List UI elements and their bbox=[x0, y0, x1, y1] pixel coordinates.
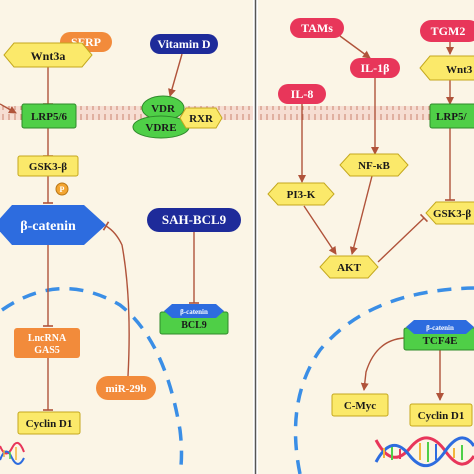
dna-helix-icon-left bbox=[0, 441, 25, 465]
dna-helix-icon-right bbox=[374, 436, 474, 467]
edge-mir-bcat bbox=[102, 221, 130, 377]
cyclin-d1-node-right bbox=[409, 403, 473, 427]
bcl9-beta-catenin-cap bbox=[164, 304, 224, 318]
cyclin-d1-node-left bbox=[17, 411, 81, 435]
lrp56-label: LRP5/6 bbox=[31, 111, 68, 123]
edge-pi3k-akt bbox=[303, 205, 337, 255]
nfkb-label: NF-κB bbox=[358, 160, 390, 172]
lncrna-label: LncRNA bbox=[28, 333, 67, 344]
wnt3a-node bbox=[3, 42, 93, 68]
tcf-beta-catenin-cap bbox=[406, 320, 474, 334]
tcf-cap-label: β-catenin bbox=[426, 324, 454, 332]
cyclin-d1-label-left: Cyclin D1 bbox=[26, 418, 73, 430]
rxr-label: RXR bbox=[189, 113, 214, 125]
il8-node bbox=[278, 84, 326, 104]
vitamin-d-node bbox=[150, 34, 218, 54]
akt-label: AKT bbox=[337, 262, 362, 274]
wnt3a-label: Wnt3a bbox=[31, 49, 66, 63]
rxr-node bbox=[179, 107, 223, 129]
cmyc-node bbox=[331, 393, 389, 417]
bcl9-label: BCL9 bbox=[181, 320, 207, 331]
pi3k-node bbox=[267, 182, 335, 206]
mir29b-label: miR-29b bbox=[106, 383, 147, 395]
gsk3b-label-right: GSK3-β bbox=[433, 208, 471, 220]
tcf4e-label: TCF4E bbox=[423, 335, 458, 347]
gsk3b-node bbox=[17, 155, 79, 177]
edge-tcf-cmyc bbox=[360, 337, 405, 391]
nucleus-boundary-right bbox=[293, 286, 474, 474]
beta-catenin-node bbox=[0, 205, 106, 245]
edge-nfkb-akt bbox=[349, 175, 373, 255]
sah-bcl9-node bbox=[147, 208, 241, 232]
lncrna-gas5-node bbox=[14, 328, 80, 358]
phospho-marker bbox=[55, 182, 69, 196]
lrp-label-right: LRP5/ bbox=[436, 111, 468, 123]
lrp-node-right bbox=[429, 103, 474, 129]
gas5-label: GAS5 bbox=[34, 345, 60, 356]
edge-vitd-vdr bbox=[168, 53, 183, 97]
cyclin-d1-label-right: Cyclin D1 bbox=[418, 410, 465, 422]
phospho-label: P bbox=[60, 185, 65, 194]
lrp56-node bbox=[21, 103, 77, 129]
pi3k-label: PI3-K bbox=[287, 189, 316, 201]
sah-bcl9-label: SAH-BCL9 bbox=[162, 212, 227, 227]
il8-label: IL-8 bbox=[291, 87, 314, 101]
tams-node bbox=[290, 18, 344, 38]
akt-node bbox=[319, 255, 379, 279]
edge-akt-gsk bbox=[377, 213, 429, 263]
cmyc-label: C-Myc bbox=[344, 400, 376, 412]
gsk3b-node-right bbox=[425, 201, 474, 225]
wnt3a-label-right: Wnt3 bbox=[446, 64, 473, 76]
nucleus-boundary-left bbox=[1, 287, 184, 474]
nfkb-node bbox=[339, 153, 409, 177]
tgm2-label: TGM2 bbox=[431, 24, 466, 38]
il1b-label: IL-1β bbox=[361, 61, 390, 75]
tams-label: TAMs bbox=[301, 21, 333, 35]
vitamin-d-label: Vitamin D bbox=[157, 37, 211, 51]
edge-left-incoming bbox=[0, 103, 17, 114]
edge-tams-il1b bbox=[339, 35, 371, 59]
tgm2-node bbox=[420, 20, 474, 42]
wnt3a-node-right bbox=[419, 55, 474, 81]
bcl9-cap-label: β-catenin bbox=[180, 308, 208, 316]
gsk3b-label: GSK3-β bbox=[29, 161, 67, 173]
beta-catenin-label: β-catenin bbox=[20, 219, 76, 234]
mir29b-node bbox=[96, 376, 156, 400]
vdr-label: VDR bbox=[151, 103, 176, 115]
cell-membrane-right bbox=[258, 106, 474, 120]
il1b-node bbox=[350, 58, 400, 78]
vdre-label: VDRE bbox=[145, 122, 176, 134]
